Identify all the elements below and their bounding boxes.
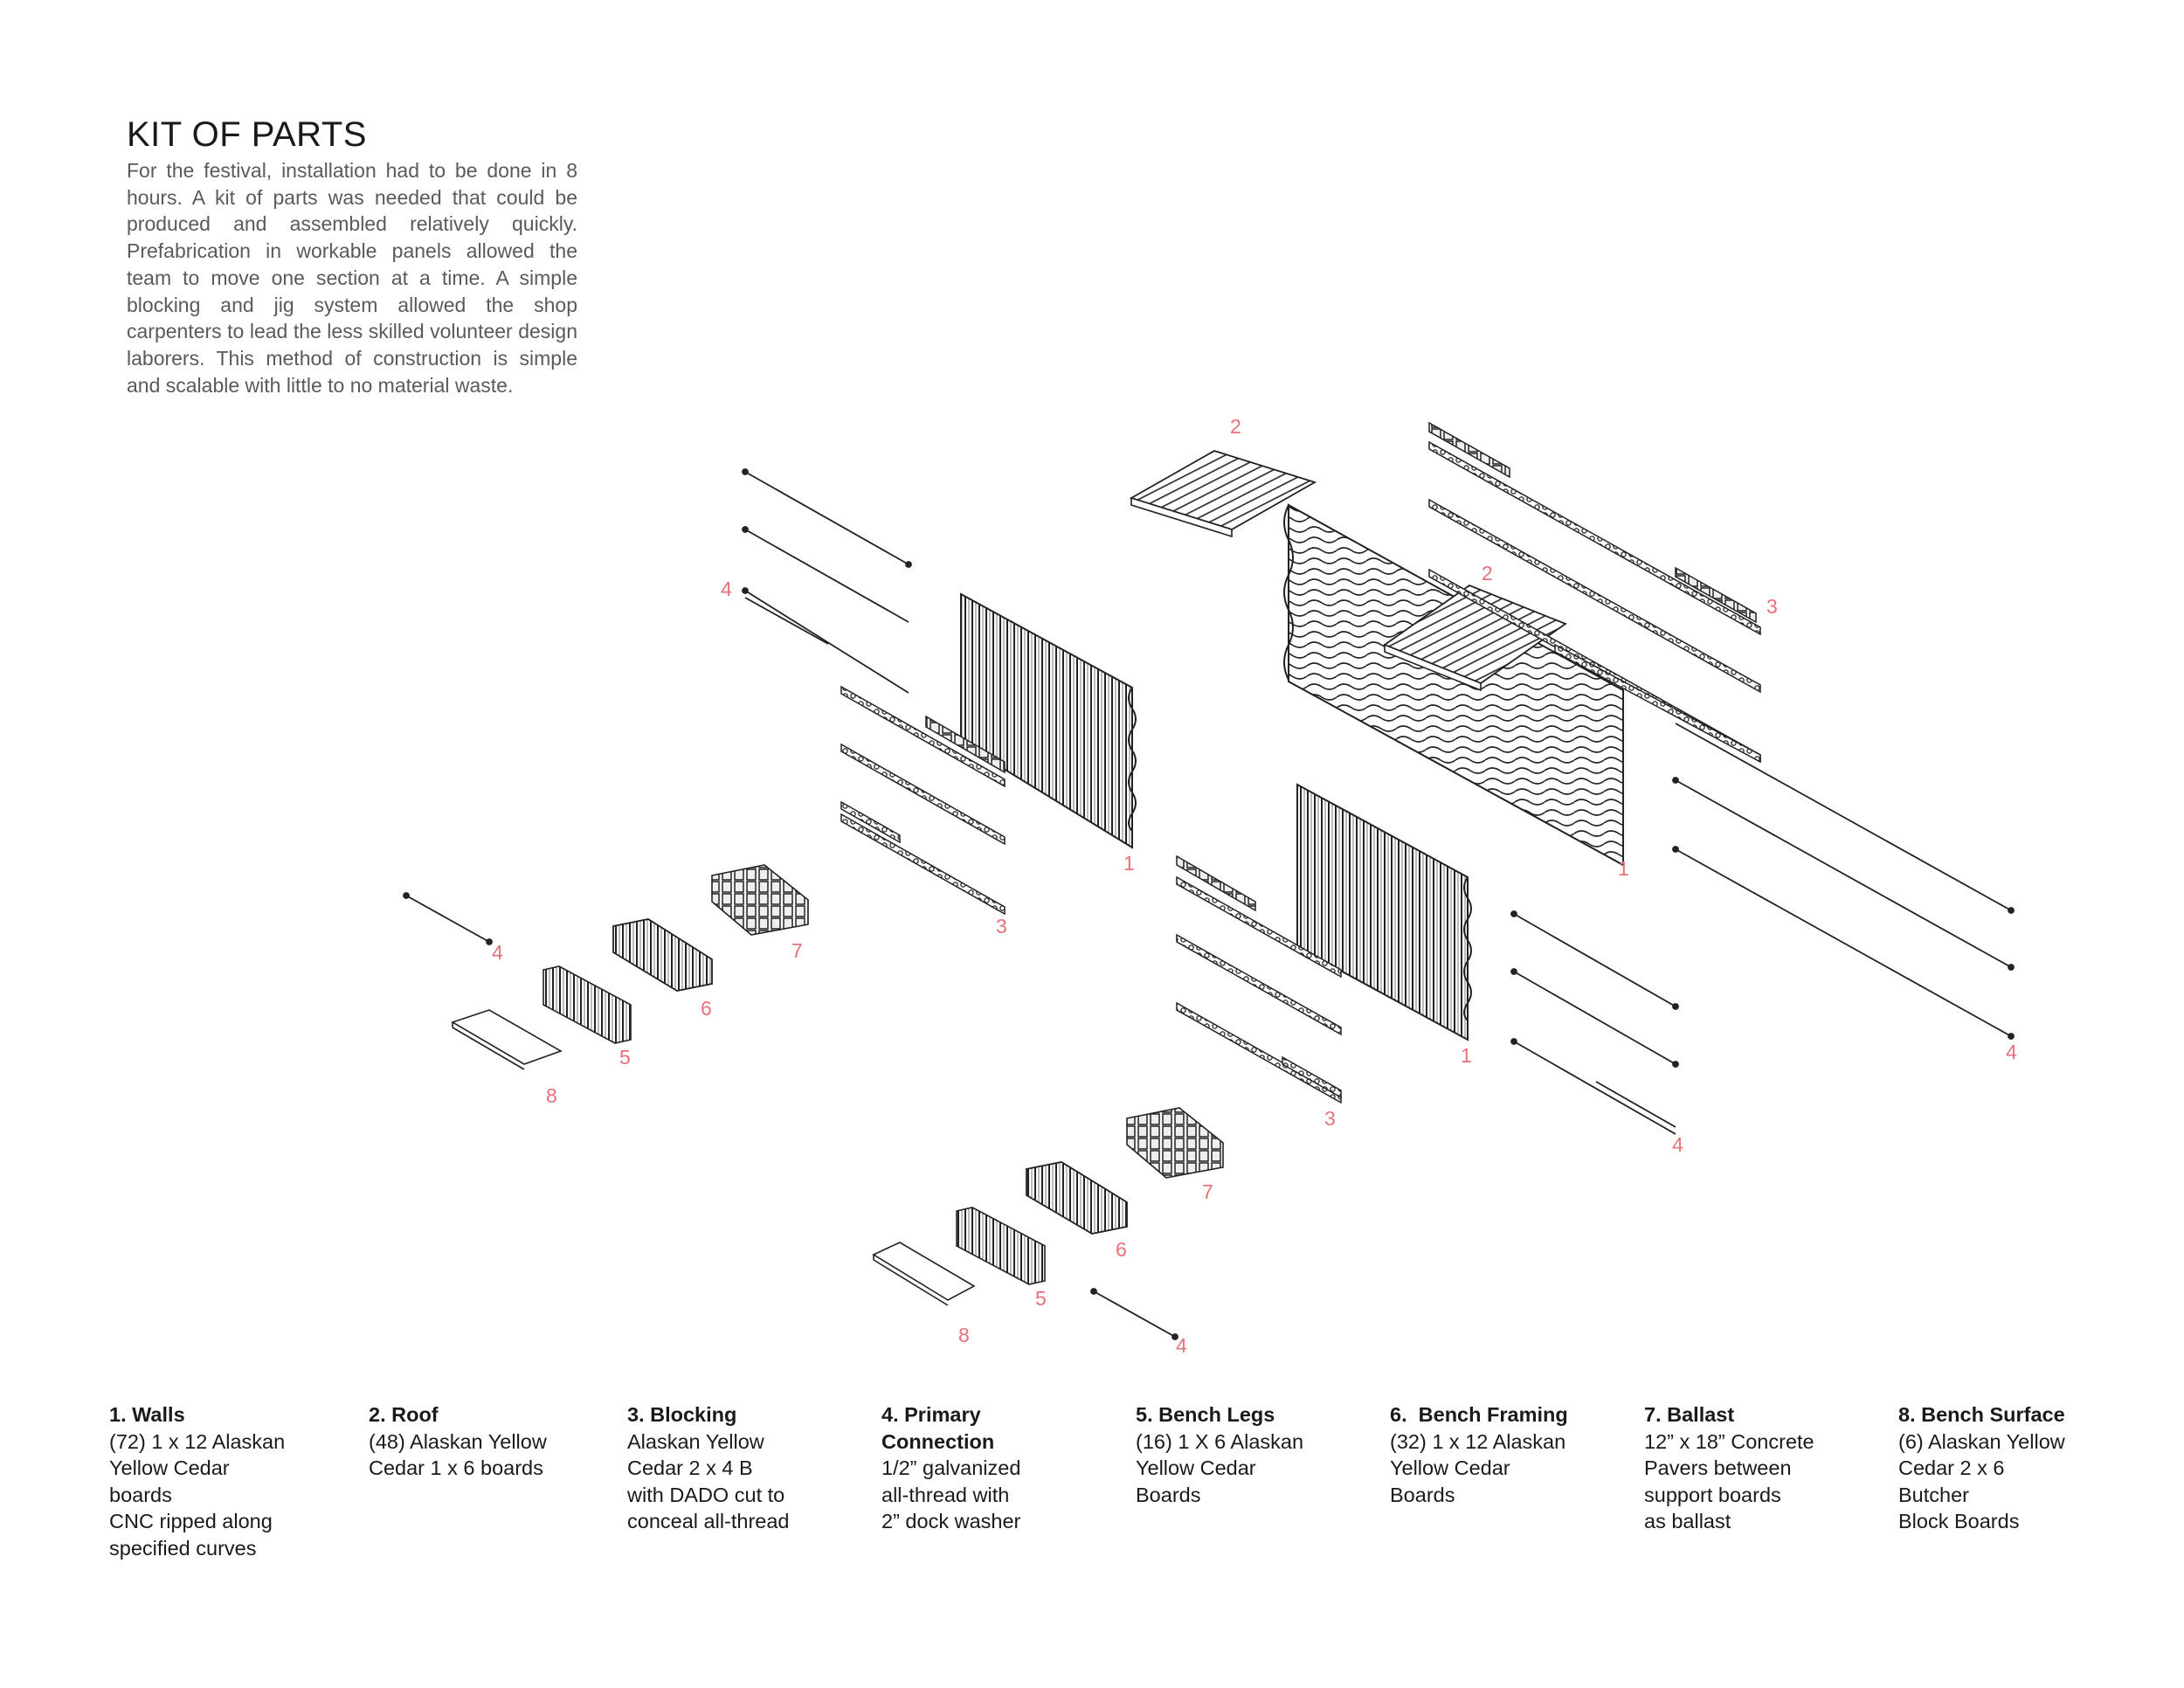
right-connection-rods: [1672, 723, 2015, 1040]
callout-wall-left: 1: [1123, 852, 1135, 875]
callout-roof-middle: 2: [1482, 562, 1493, 585]
left-ballast: [711, 864, 809, 936]
callout-ballast-left: 7: [791, 939, 803, 962]
front-blocking-strips: [1176, 854, 1342, 1104]
left-bench-legs: [543, 965, 632, 1044]
legend-bench-surface-title: 8. Bench Surface: [1898, 1403, 2065, 1426]
intro-paragraph: For the festival, installation had to be…: [127, 159, 577, 397]
legend-primary-connection: 4. Primary Connection 1/2” galvanized al…: [881, 1401, 1020, 1535]
callout-blocking-left: 3: [996, 915, 1007, 937]
upper-roof-panel: [1129, 450, 1317, 538]
callout-bench-framing-front: 6: [1116, 1238, 1127, 1261]
legend-ballast-desc: 12” x 18” Concrete Pavers between suppor…: [1644, 1429, 1814, 1533]
front-bench-surface: [872, 1242, 976, 1306]
legend-walls-desc: (72) 1 x 12 Alaskan Yellow Cedar boards …: [109, 1429, 286, 1560]
legend-bench-legs: 5. Bench Legs (16) 1 X 6 Alaskan Yellow …: [1136, 1401, 1303, 1508]
legend-bench-framing: 6. Bench Framing (32) 1 x 12 Alaskan Yel…: [1390, 1401, 1568, 1508]
callout-connection-front: 4: [1672, 1133, 1683, 1156]
legend-roof: 2. Roof (48) Alaskan Yellow Cedar 1 x 6 …: [369, 1401, 547, 1482]
left-bench-framing: [612, 918, 713, 992]
left-bench-surface: [451, 1009, 563, 1070]
callout-bench-legs-front: 5: [1035, 1287, 1047, 1310]
legend-bench-surface-desc: (6) Alaskan Yellow Cedar 2 x 6 Butcher B…: [1898, 1429, 2065, 1533]
legend-blocking-desc: Alaskan Yellow Cedar 2 x 4 B with DADO c…: [627, 1429, 790, 1533]
callout-bench-framing-left: 6: [701, 997, 712, 1020]
legend-ballast: 7. Ballast 12” x 18” Concrete Pavers bet…: [1644, 1401, 1814, 1535]
front-bench-framing: [1026, 1161, 1128, 1235]
legend-walls-title: 1. Walls: [109, 1403, 185, 1426]
legend-roof-desc: (48) Alaskan Yellow Cedar 1 x 6 boards: [369, 1429, 547, 1480]
front-connection-rods: [1090, 910, 1679, 1340]
callout-connection-right: 4: [2006, 1041, 2017, 1063]
legend-blocking: 3. Blocking Alaskan Yellow Cedar 2 x 4 B…: [627, 1401, 790, 1535]
left-blocking-strips: [840, 685, 1006, 916]
legend-bench-surface: 8. Bench Surface (6) Alaskan Yellow Ceda…: [1898, 1401, 2065, 1535]
callout-connection-bench-front: 4: [1176, 1334, 1187, 1357]
left-wall-panel: [960, 592, 1137, 849]
callout-wall-rear: 1: [1618, 857, 1629, 880]
callout-wall-front: 1: [1461, 1044, 1472, 1067]
callout-bench-surface-left: 8: [546, 1084, 557, 1107]
front-wall-panel: [1296, 783, 1472, 1041]
callout-ballast-front: 7: [1202, 1180, 1213, 1203]
callout-blocking-upper-right: 3: [1766, 595, 1778, 618]
legend-primary-connection-desc: 1/2” galvanized all-thread with 2” dock …: [881, 1456, 1021, 1533]
right-upper-blocking-strips: [1428, 421, 1761, 764]
legend-blocking-title: 3. Blocking: [627, 1403, 737, 1426]
left-connection-rods: [403, 468, 912, 945]
page-title: KIT OF PARTS: [127, 115, 367, 154]
middle-roof-panel: [1383, 584, 1567, 692]
callout-connection-bench-left: 4: [492, 941, 503, 964]
front-ballast: [1126, 1107, 1224, 1179]
callout-bench-surface-front: 8: [958, 1324, 970, 1346]
callout-bench-legs-left: 5: [619, 1046, 631, 1069]
legend-bench-framing-title: 6. Bench Framing: [1390, 1403, 1568, 1426]
front-bench-legs: [956, 1207, 1046, 1285]
legend-ballast-title: 7. Ballast: [1644, 1403, 1735, 1426]
legend-bench-framing-desc: (32) 1 x 12 Alaskan Yellow Cedar Boards: [1390, 1429, 1566, 1506]
callout-connection-left: 4: [721, 578, 732, 600]
legend-bench-legs-desc: (16) 1 X 6 Alaskan Yellow Cedar Boards: [1136, 1429, 1304, 1506]
callout-blocking-front: 3: [1324, 1107, 1336, 1130]
legend-roof-title: 2. Roof: [369, 1403, 439, 1426]
legend-bench-legs-title: 5. Bench Legs: [1136, 1403, 1275, 1426]
legend-primary-connection-title: 4. Primary Connection: [881, 1403, 995, 1453]
legend-walls: 1. Walls (72) 1 x 12 Alaskan Yellow Ceda…: [109, 1401, 285, 1562]
callout-roof-upper: 2: [1230, 415, 1241, 438]
